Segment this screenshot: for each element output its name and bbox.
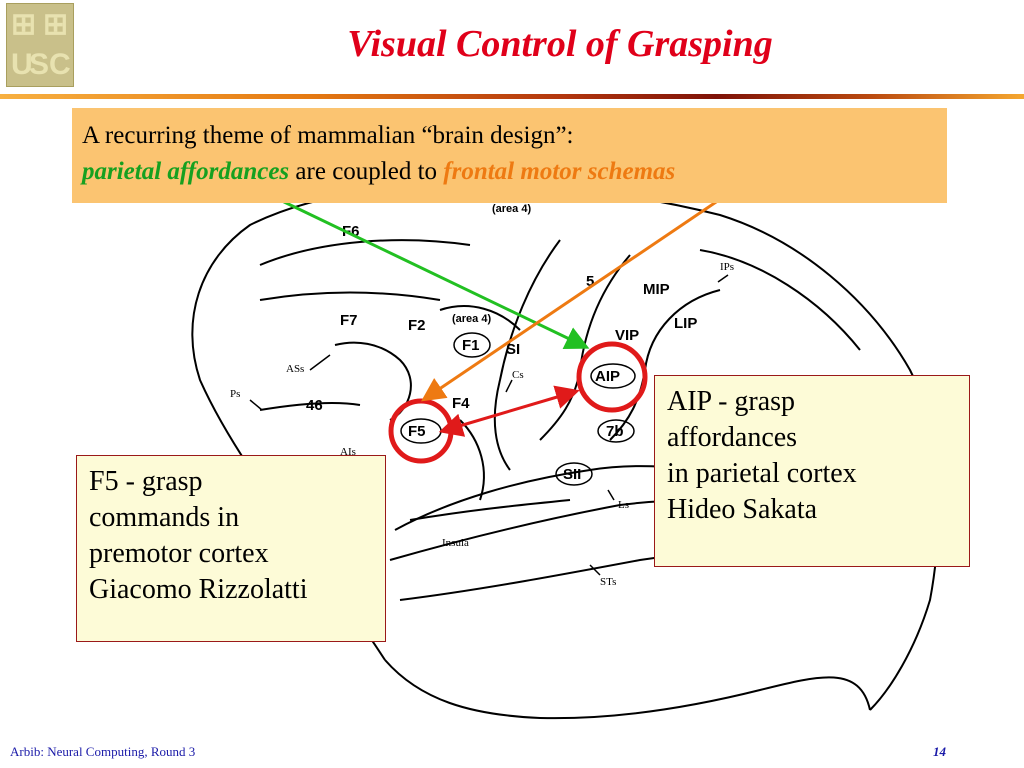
label-si: SI xyxy=(506,341,520,358)
label-f2: F2 xyxy=(408,317,426,334)
f1-oval xyxy=(453,332,491,358)
footer-citation: Arbib: Neural Computing, Round 3 xyxy=(10,744,196,759)
f4-border xyxy=(459,419,485,501)
7b-oval xyxy=(597,419,635,443)
label-f4: F4 xyxy=(452,395,470,412)
label-ips: IPs xyxy=(720,261,734,273)
label-area4-top: (area 4) xyxy=(492,203,531,215)
title-rule xyxy=(0,94,1024,99)
principal-sulcus xyxy=(259,401,361,411)
label-7b: 7b xyxy=(606,423,624,440)
central-sulcus xyxy=(493,239,561,471)
label-ass: ASs xyxy=(286,363,304,375)
label-lip: LIP xyxy=(674,315,697,332)
f5-line3: premotor cortex xyxy=(89,538,269,569)
label-f7: F7 xyxy=(340,312,358,329)
label-5: 5 xyxy=(586,273,594,290)
area4-border xyxy=(439,305,521,331)
parietal-arrow xyxy=(279,198,590,350)
aip-line4: Hideo Sakata xyxy=(667,494,818,525)
f5-line4: Giacomo Rizzolatti xyxy=(89,574,308,605)
parietal-curve xyxy=(699,249,861,351)
slide-title: Visual Control of Grasping xyxy=(347,23,773,65)
label-46: 46 xyxy=(306,397,323,414)
label-cs: Cs xyxy=(512,369,524,381)
theme-box: A recurring theme of mammalian “brain de… xyxy=(72,108,947,203)
coupling-arrow xyxy=(438,385,580,437)
aip-oval xyxy=(590,363,636,389)
insula-region xyxy=(409,499,571,521)
frontal-motor-schemas-text: frontal motor schemas xyxy=(443,158,676,185)
label-vip: VIP xyxy=(615,327,639,344)
frontal-sulcus xyxy=(259,239,471,266)
aip-line2: affordances xyxy=(667,422,798,453)
label-sts: STs xyxy=(600,576,616,588)
frontal-arrow xyxy=(421,196,723,402)
temporal-outline xyxy=(384,659,871,720)
superior-sulcus xyxy=(259,291,441,301)
f5-line1: F5 - grasp xyxy=(89,466,203,497)
aip-highlight-ring xyxy=(576,341,648,413)
f5-line2: commands in xyxy=(89,502,240,533)
label-area4-mid: (area 4) xyxy=(452,313,491,325)
aip-line1: AIP - grasp xyxy=(667,386,796,417)
label-mip: MIP xyxy=(643,281,670,298)
f5-callout: F5 - grasp commands in premotor cortex G… xyxy=(76,455,386,642)
postcentral xyxy=(539,254,631,441)
label-f1: F1 xyxy=(462,337,480,354)
theme-line1: A recurring theme of mammalian “brain de… xyxy=(82,122,574,149)
sii-oval xyxy=(555,462,593,486)
page-number: 14 xyxy=(933,744,946,759)
theme-line2: parietal affordances are coupled to fron… xyxy=(82,154,937,190)
label-ls: Ls xyxy=(618,499,629,511)
parietal-affordances-text: parietal affordances xyxy=(82,158,290,185)
label-sii: SII xyxy=(563,466,581,483)
coupled-to-text: are coupled to xyxy=(295,158,438,185)
label-ps: Ps xyxy=(230,388,240,400)
aip-line3: in parietal cortex xyxy=(667,458,857,489)
label-aip: AIP xyxy=(595,368,620,385)
aip-callout: AIP - grasp affordances in parietal cort… xyxy=(654,375,970,567)
label-f5: F5 xyxy=(408,423,426,440)
label-insula: Insula xyxy=(442,537,469,549)
